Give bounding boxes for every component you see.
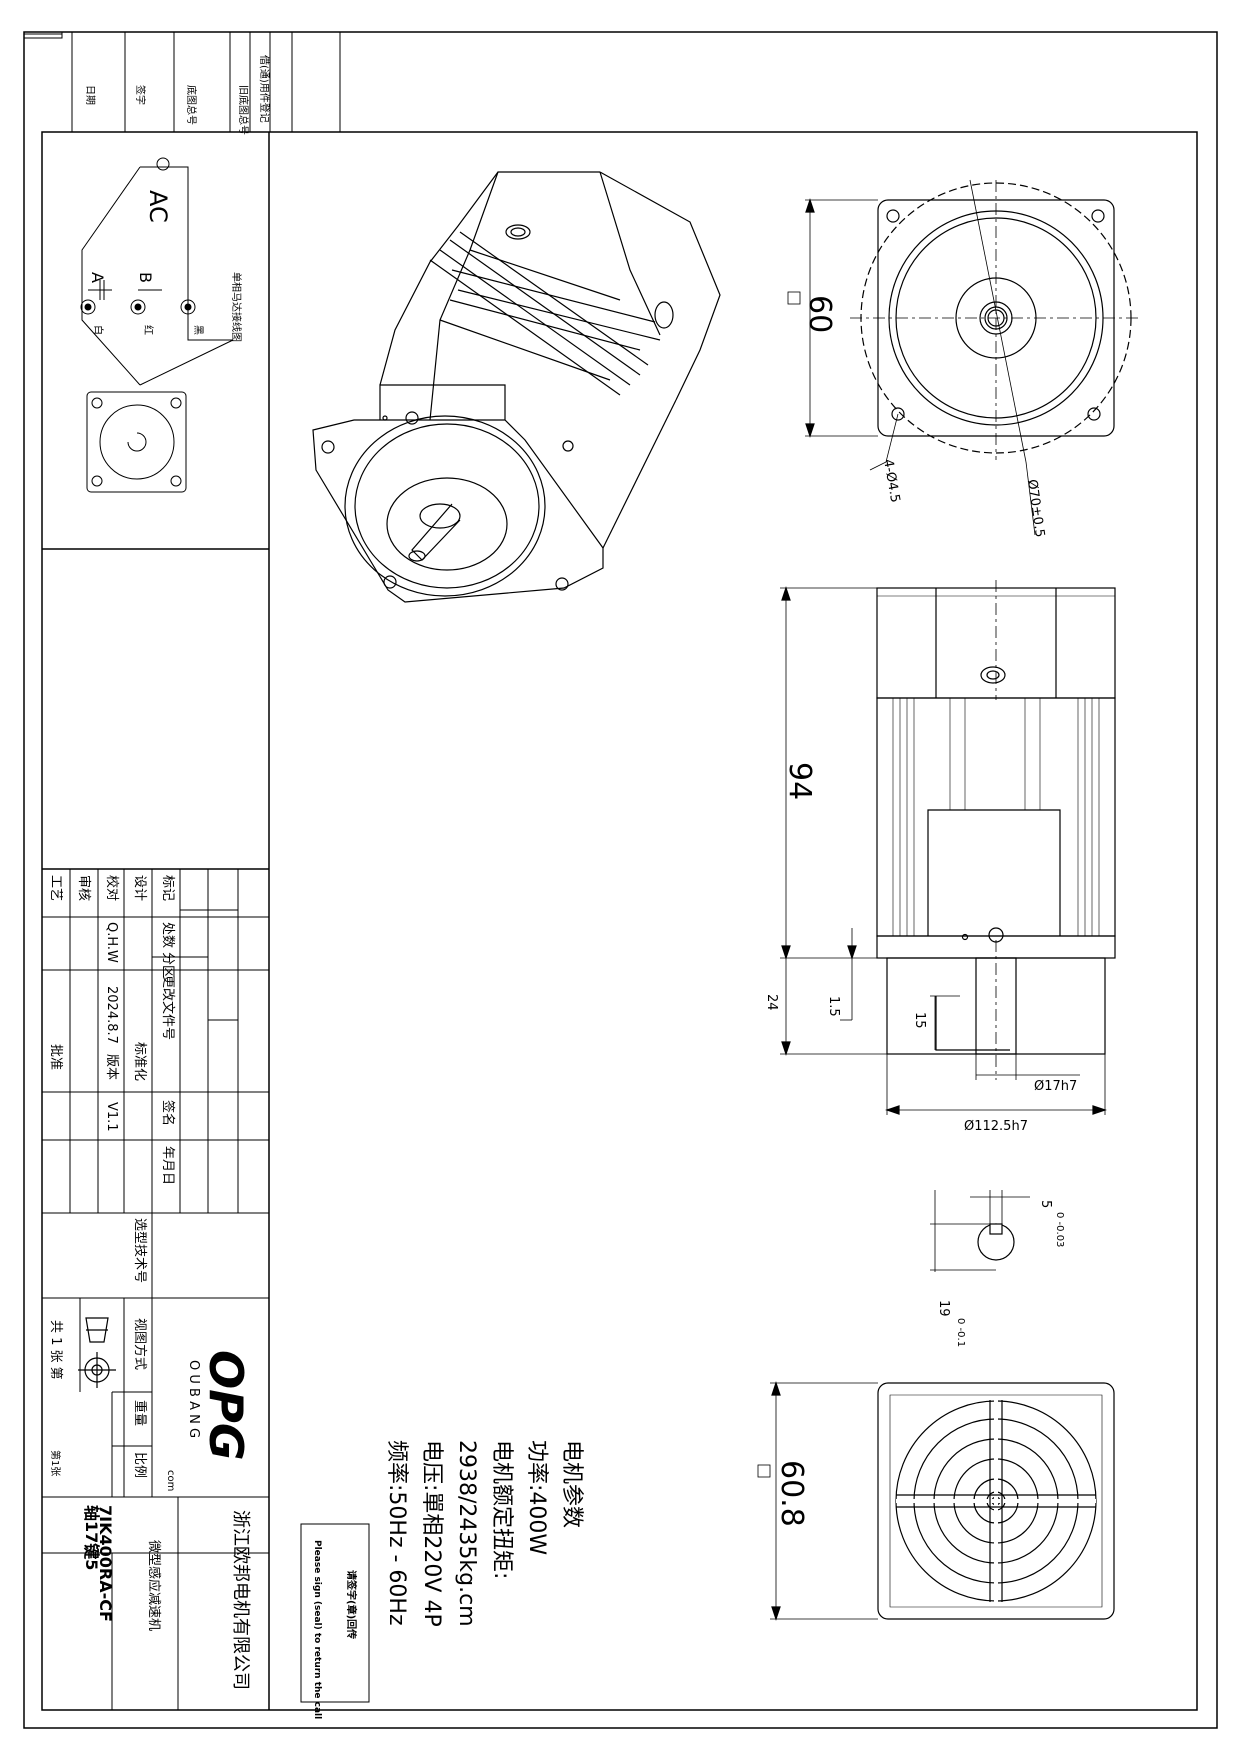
motor-params: 电机参数 功率:400W 电机额定扭矩: 2938/2435kg.cm 电压:單… xyxy=(384,1440,584,1627)
strip-borrow: 借(通)用件登记 xyxy=(258,55,271,123)
strip-date: 日期 xyxy=(84,85,96,105)
key-height-tol: 0 -0.1 xyxy=(955,1318,966,1347)
wiring-labels: AC B A 单相马达接线图 白 红 黑 xyxy=(88,190,243,342)
pilot-dia-dim: Ø112.5h7 xyxy=(964,1119,1028,1134)
rev-header-sign: 签名 xyxy=(160,1100,176,1126)
process-label: 工艺 xyxy=(48,875,63,901)
params-heading: 电机参数 xyxy=(559,1440,584,1528)
rev-header-zone: 分区 xyxy=(160,952,175,978)
params-power: 功率:400W xyxy=(524,1440,549,1555)
rev-header-count: 处数 xyxy=(160,922,175,948)
params-torque-value: 2938/2435kg.cm xyxy=(454,1440,479,1627)
design-label: 设计 xyxy=(132,875,147,901)
body-length-dim: 94 xyxy=(782,762,817,800)
key-height-dim: 19 xyxy=(936,1300,951,1317)
version-label: 版本 xyxy=(104,1054,119,1080)
red-wire-label: 红 xyxy=(142,325,155,335)
front-view xyxy=(787,179,1140,536)
strip-base-no: 底图总号 xyxy=(185,85,198,125)
sheet-number: 第1张 xyxy=(49,1450,62,1476)
key-length-dim: 15 xyxy=(912,1012,927,1029)
params-torque-label: 电机额定扭矩: xyxy=(489,1440,514,1579)
shaft-spec: 轴17键5 xyxy=(82,1505,101,1570)
logo-subtitle: O U B A N G xyxy=(186,1360,201,1438)
company-name: 浙江欧邦电机有限公司 xyxy=(230,1510,251,1690)
wiring-title: 单相马达接线图 xyxy=(230,272,243,342)
revision-strip xyxy=(71,32,341,132)
strip-sign: 签字 xyxy=(134,85,147,105)
key-section xyxy=(930,1190,1030,1272)
white-wire-label: 白 xyxy=(92,325,105,335)
black-wire-label: 黑 xyxy=(192,325,204,335)
logo-com: com xyxy=(165,1470,176,1491)
title-block-text: 标记 处数 分区 更改文件号 签名 年月日 设计 标准化 校对 Q.H.W 20… xyxy=(48,875,253,1690)
sheet-border xyxy=(23,31,1218,1729)
approve-label: 批准 xyxy=(48,1044,63,1070)
wiring-diagram xyxy=(80,157,234,493)
front-square-dim: 60 xyxy=(802,295,837,333)
sign-box-en: Please sign (seal) to return the call xyxy=(312,1540,322,1719)
version-value: V1.1 xyxy=(104,1102,119,1132)
isometric-motor-view xyxy=(312,171,721,603)
date-value: 2024.8.7 xyxy=(104,986,119,1044)
rev-header-date: 年月日 xyxy=(160,1146,175,1185)
key-width-dim: 5 xyxy=(1038,1200,1053,1208)
ac-label: AC xyxy=(144,190,172,223)
side-view-dims: 94 24 1.5 15 Ø17h7 Ø112.5h7 xyxy=(764,762,1077,1134)
shaft-length-dim: 24 xyxy=(764,994,779,1011)
weight-label: 重量 xyxy=(132,1400,148,1426)
check-label: 校对 xyxy=(104,875,120,901)
model-name: 7IK400RA-CF xyxy=(96,1505,115,1622)
a-terminal-label: A xyxy=(88,272,107,283)
rev-header-mark: 标记 xyxy=(160,875,175,901)
rear-square-dim: 60.8 xyxy=(774,1460,809,1527)
rear-view xyxy=(757,1381,1115,1621)
model-no-label: 选型技术号 xyxy=(132,1218,147,1283)
product-name: 微型感应减速机 xyxy=(146,1540,162,1631)
left-column-frame xyxy=(42,132,270,1710)
projection-symbol xyxy=(78,1317,116,1388)
b-terminal-label: B xyxy=(136,272,155,283)
params-voltage: 电压:單相220V 4P xyxy=(419,1440,444,1627)
side-view xyxy=(780,580,1116,1115)
rear-view-dims: 60.8 xyxy=(774,1460,809,1527)
standardize-label: 标准化 xyxy=(132,1042,147,1081)
rev-header-doc: 更改文件号 xyxy=(160,975,175,1040)
params-frequency: 频率:50Hz - 60Hz xyxy=(384,1440,409,1626)
key-width-tol: 0 -0.03 xyxy=(1054,1212,1065,1247)
strip-old-base-no: 旧底图总号 xyxy=(237,85,250,135)
sign-box-cn: 请签字(章)回传 xyxy=(345,1570,358,1639)
key-section-dims: 5 0 -0.03 19 0 -0.1 xyxy=(936,1200,1065,1347)
sign-box xyxy=(300,1523,370,1703)
checker-name: Q.H.W xyxy=(104,922,119,963)
review-label: 审核 xyxy=(76,875,91,901)
shaft-dia-dim: Ø17h7 xyxy=(1034,1079,1077,1094)
projection-label: 视图方式 xyxy=(132,1318,148,1370)
holes-dim: 4-Ø4.5 xyxy=(880,458,902,504)
pilot-depth-dim: 1.5 xyxy=(826,996,841,1017)
company-logo: OPG xyxy=(199,1350,253,1461)
sheets-label: 共 1 张 第 xyxy=(48,1320,63,1380)
revision-strip-labels: 日期 签字 底图总号 旧底图总号 借(通)用件登记 xyxy=(84,55,271,135)
scale-label: 比例 xyxy=(132,1452,147,1478)
title-block-grid xyxy=(42,869,269,1710)
pcd-dim: Ø70±0.5 xyxy=(1024,478,1047,538)
